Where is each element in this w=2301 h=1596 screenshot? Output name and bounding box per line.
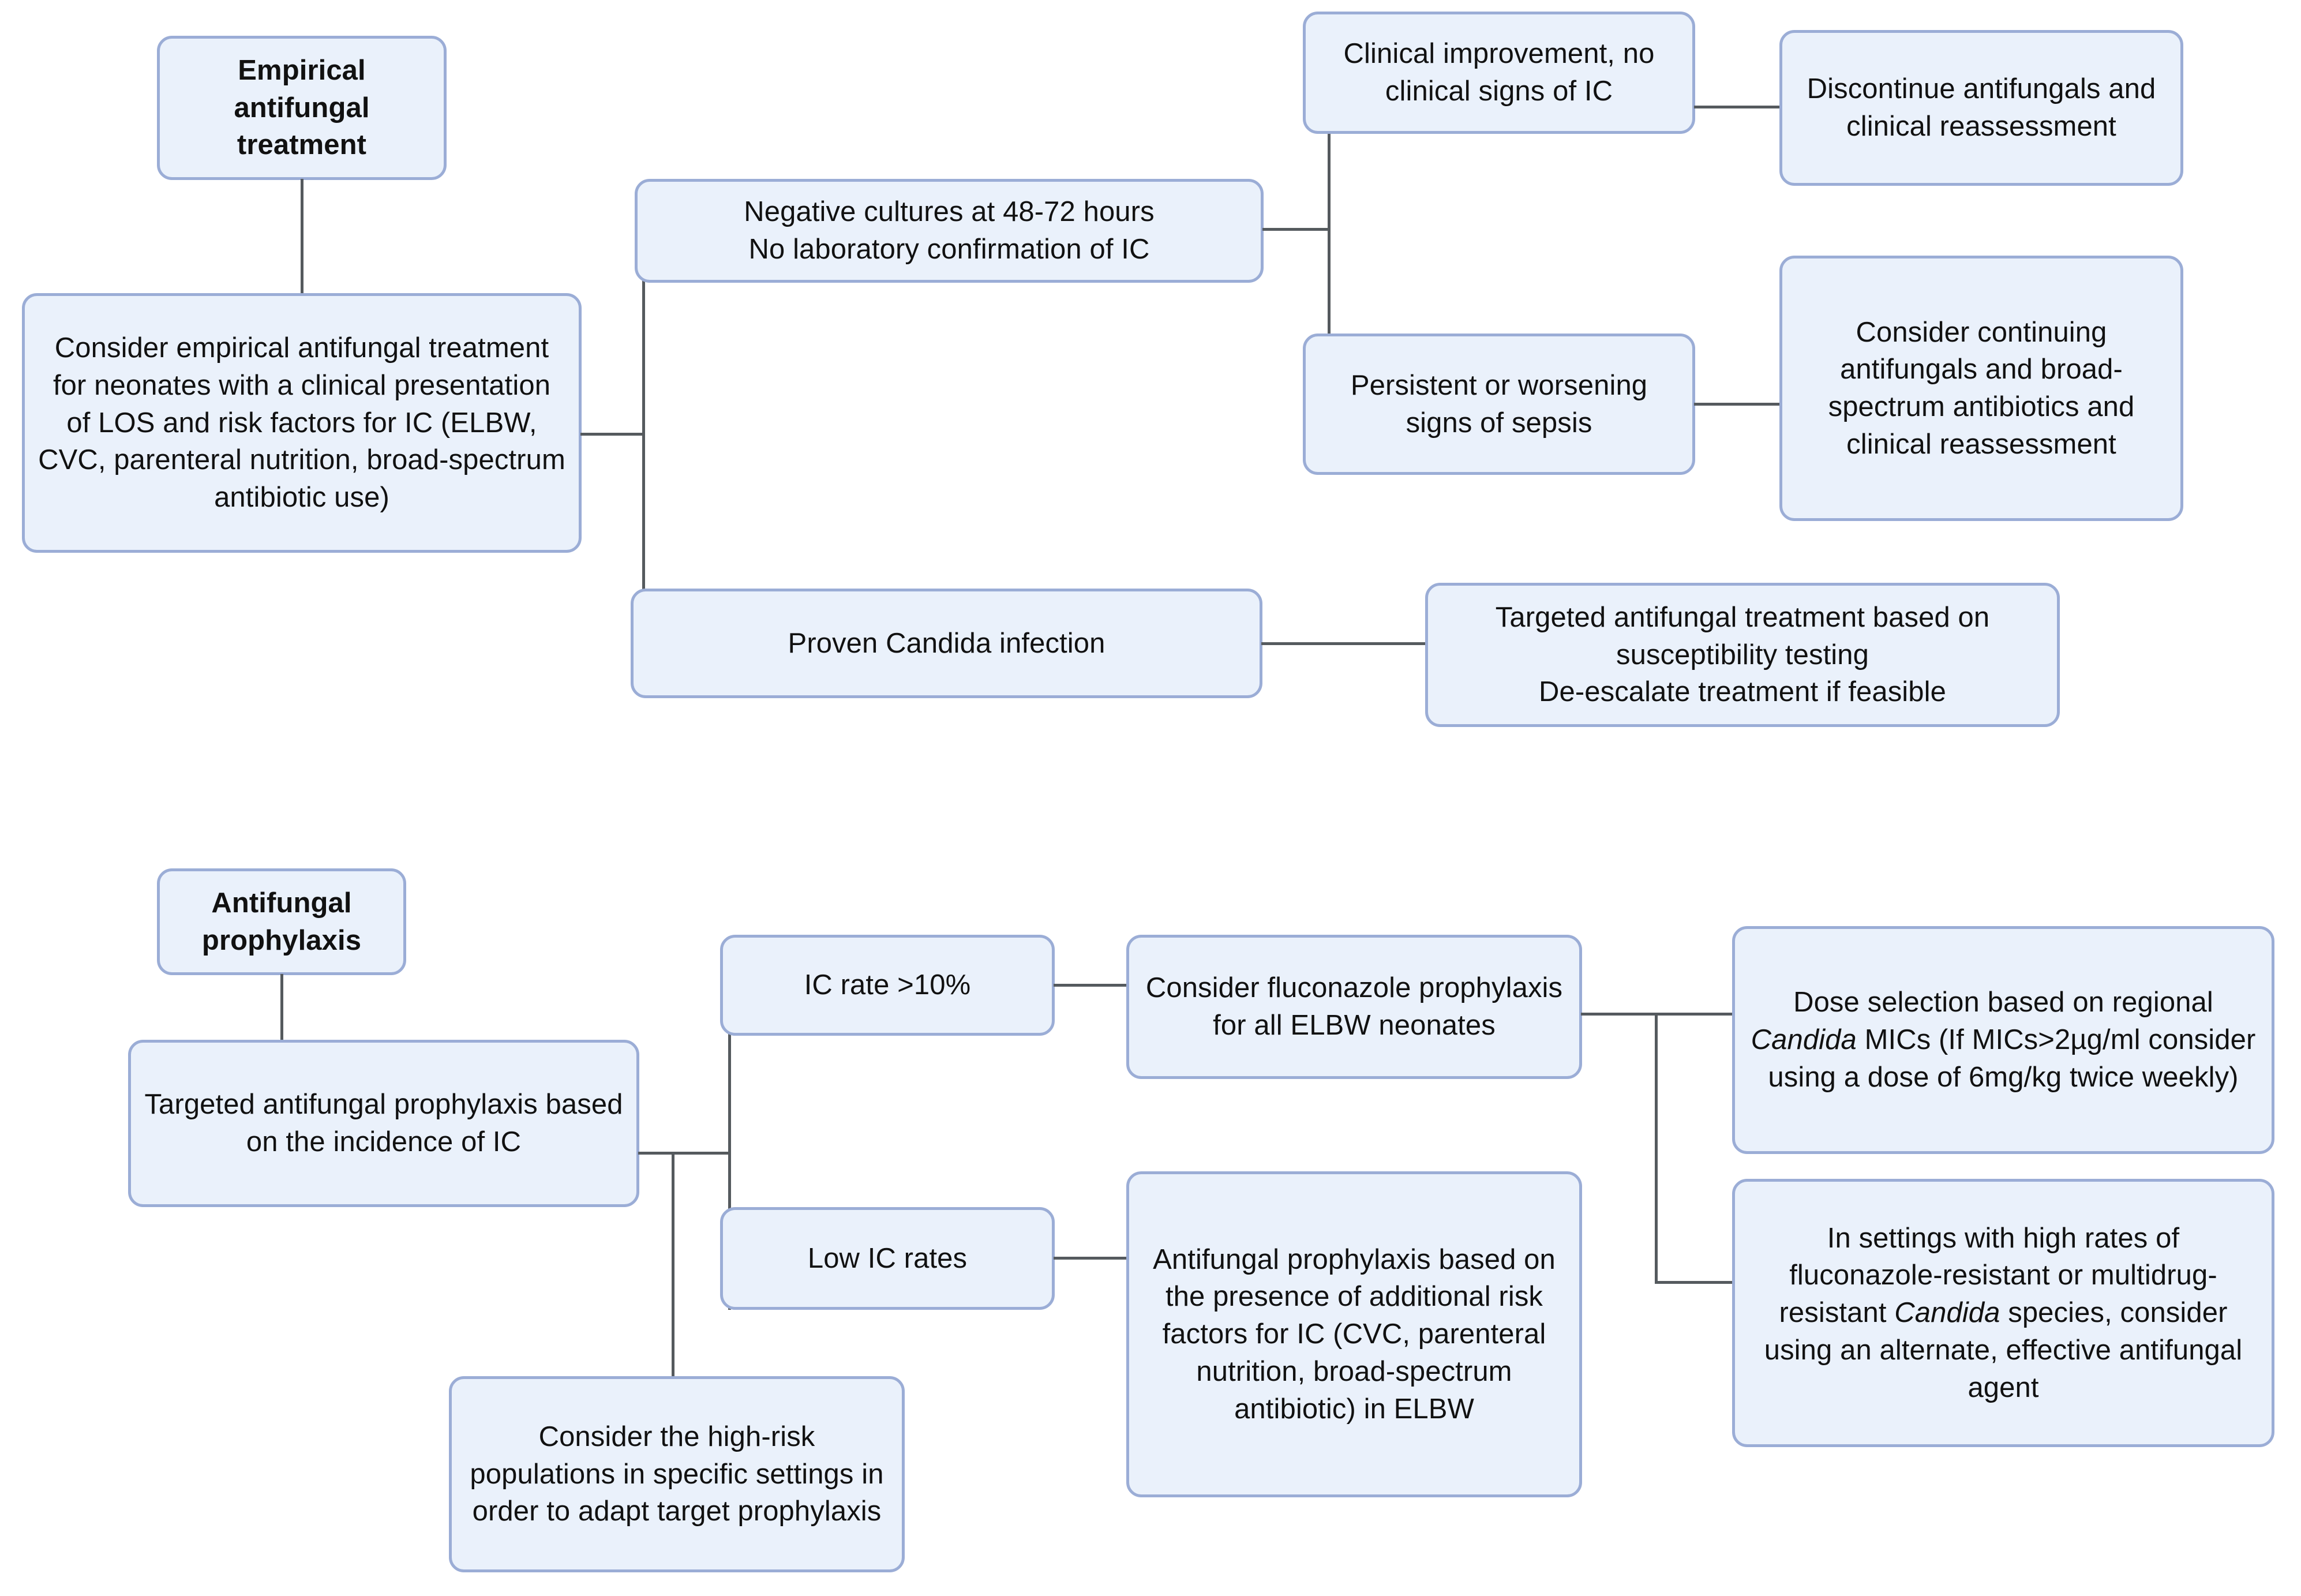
- node-label: Consider continuing antifungals and broa…: [1828, 316, 2135, 460]
- node-label: Targeted antifungal treatment based on s…: [1495, 601, 1990, 708]
- node-label: Antifungal prophylaxis based on the pres…: [1153, 1243, 1556, 1425]
- node-label: Dose selection based on regional Candida…: [1751, 987, 2256, 1093]
- node-ic-rate-over-10[interactable]: IC rate >10%: [720, 935, 1055, 1036]
- node-label: Empirical antifungal treatment: [234, 54, 370, 161]
- node-high-risk-populations[interactable]: Consider the high-risk populations in sp…: [449, 1376, 905, 1572]
- node-targeted-prophylaxis-incidence[interactable]: Targeted antifungal prophylaxis based on…: [128, 1040, 639, 1207]
- node-targeted-antifungal-treatment[interactable]: Targeted antifungal treatment based on s…: [1425, 583, 2060, 727]
- edge-spine-to-high-risk: [672, 1152, 674, 1379]
- node-label: Persistent or worsening signs of sepsis: [1350, 369, 1648, 439]
- node-label: Consider the high-risk populations in sp…: [470, 1421, 884, 1527]
- edge-spine-right-top: [1328, 132, 1331, 357]
- edge-clinical-improvement-to-discontinue: [1694, 106, 1782, 108]
- node-consider-continuing-antifungals[interactable]: Consider continuing antifungals and broa…: [1779, 256, 2183, 521]
- node-persistent-worsening-sepsis[interactable]: Persistent or worsening signs of sepsis: [1303, 334, 1695, 475]
- node-label: Antifungal prophylaxis: [201, 887, 362, 956]
- node-label: Negative cultures at 48-72 hours No labo…: [744, 196, 1155, 265]
- edge-low-ic-rates-to-risk-factors: [1054, 1257, 1129, 1260]
- edge-negative-cultures-to-spine: [1262, 228, 1331, 231]
- node-discontinue-antifungals[interactable]: Discontinue antifungals and clinical rea…: [1779, 30, 2183, 186]
- edge-consider-empirical-to-spine: [580, 433, 645, 436]
- node-proven-candida-infection[interactable]: Proven Candida infection: [631, 589, 1262, 698]
- edge-right-spine-to-resistant-candida: [1655, 1281, 1736, 1284]
- node-empirical-antifungal-treatment-header[interactable]: Empirical antifungal treatment: [157, 36, 447, 180]
- edge-persistent-to-consider-continuing: [1694, 403, 1782, 406]
- node-label: Proven Candida infection: [788, 627, 1105, 659]
- node-label: Discontinue antifungals and clinical rea…: [1807, 73, 2156, 142]
- node-low-ic-rates[interactable]: Low IC rates: [720, 1207, 1055, 1310]
- node-label: Low IC rates: [807, 1242, 968, 1274]
- node-label: IC rate >10%: [804, 969, 971, 1001]
- node-label: Clinical improvement, no clinical signs …: [1343, 38, 1655, 107]
- node-clinical-improvement[interactable]: Clinical improvement, no clinical signs …: [1303, 12, 1695, 134]
- node-prophylaxis-additional-risk-factors[interactable]: Antifungal prophylaxis based on the pres…: [1126, 1171, 1582, 1497]
- edge-prophylaxis-header-to-targeted: [280, 974, 283, 1043]
- node-consider-fluconazole-prophylaxis[interactable]: Consider fluconazole prophylaxis for all…: [1126, 935, 1582, 1079]
- edge-right-spine-prophylaxis: [1655, 1013, 1658, 1284]
- edge-spine-ic-branches: [728, 1004, 731, 1310]
- node-dose-selection-mics[interactable]: Dose selection based on regional Candida…: [1732, 926, 2274, 1154]
- node-label: In settings with high rates of fluconazo…: [1764, 1222, 2243, 1403]
- edge-spine-left: [642, 225, 645, 649]
- edge-header-to-consider-empirical: [301, 179, 303, 294]
- node-label: Consider empirical antifungal treatment …: [38, 332, 565, 513]
- edge-targeted-prophylaxis-to-spine: [638, 1152, 730, 1155]
- node-antifungal-prophylaxis-header[interactable]: Antifungal prophylaxis: [157, 868, 406, 975]
- edge-ic-rate-to-fluconazole: [1054, 984, 1129, 987]
- node-negative-cultures[interactable]: Negative cultures at 48-72 hours No labo…: [635, 179, 1264, 283]
- node-resistant-candida-alternate-agent[interactable]: In settings with high rates of fluconazo…: [1732, 1179, 2274, 1447]
- edge-proven-candida-to-targeted-treatment: [1261, 642, 1429, 645]
- node-label: Targeted antifungal prophylaxis based on…: [144, 1089, 623, 1157]
- node-consider-empirical-treatment[interactable]: Consider empirical antifungal treatment …: [22, 293, 582, 553]
- node-label: Consider fluconazole prophylaxis for all…: [1145, 972, 1563, 1041]
